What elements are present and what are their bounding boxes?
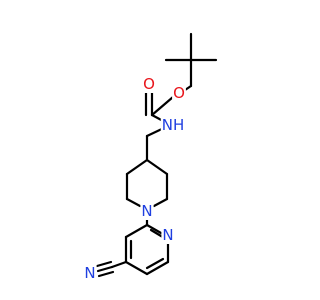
oxygen-ester-label: O	[173, 84, 185, 102]
label-backdrop	[140, 202, 154, 220]
bond	[124, 223, 149, 239]
atom-label-layer: O O NH N N N	[83, 75, 186, 282]
molecule-structure: O O NH N N N	[83, 32, 218, 282]
bond	[145, 260, 170, 276]
bond	[124, 260, 149, 276]
bond	[96, 265, 114, 273]
bond	[152, 197, 169, 208]
bond-layer	[95, 32, 218, 278]
oxygen-carbonyl-label: O	[143, 75, 155, 93]
nitrogen-nitrile-label: N	[84, 264, 95, 282]
label-backdrop	[83, 264, 97, 282]
bond	[145, 257, 165, 270]
bond	[110, 260, 128, 269]
bond	[183, 84, 193, 92]
bond	[125, 158, 149, 176]
nitrogen-amide-label: NH	[162, 116, 185, 134]
nitrogen-pyridine-label: N	[162, 226, 173, 244]
label-backdrop	[142, 75, 156, 93]
bond	[150, 95, 175, 117]
bond	[95, 260, 113, 268]
nitrogen-piperidine-label: N	[141, 202, 152, 220]
label-backdrop	[160, 116, 186, 134]
bond	[125, 197, 142, 208]
label-backdrop	[172, 84, 186, 102]
bond	[97, 270, 115, 278]
bond	[145, 158, 169, 176]
label-backdrop	[161, 226, 175, 244]
